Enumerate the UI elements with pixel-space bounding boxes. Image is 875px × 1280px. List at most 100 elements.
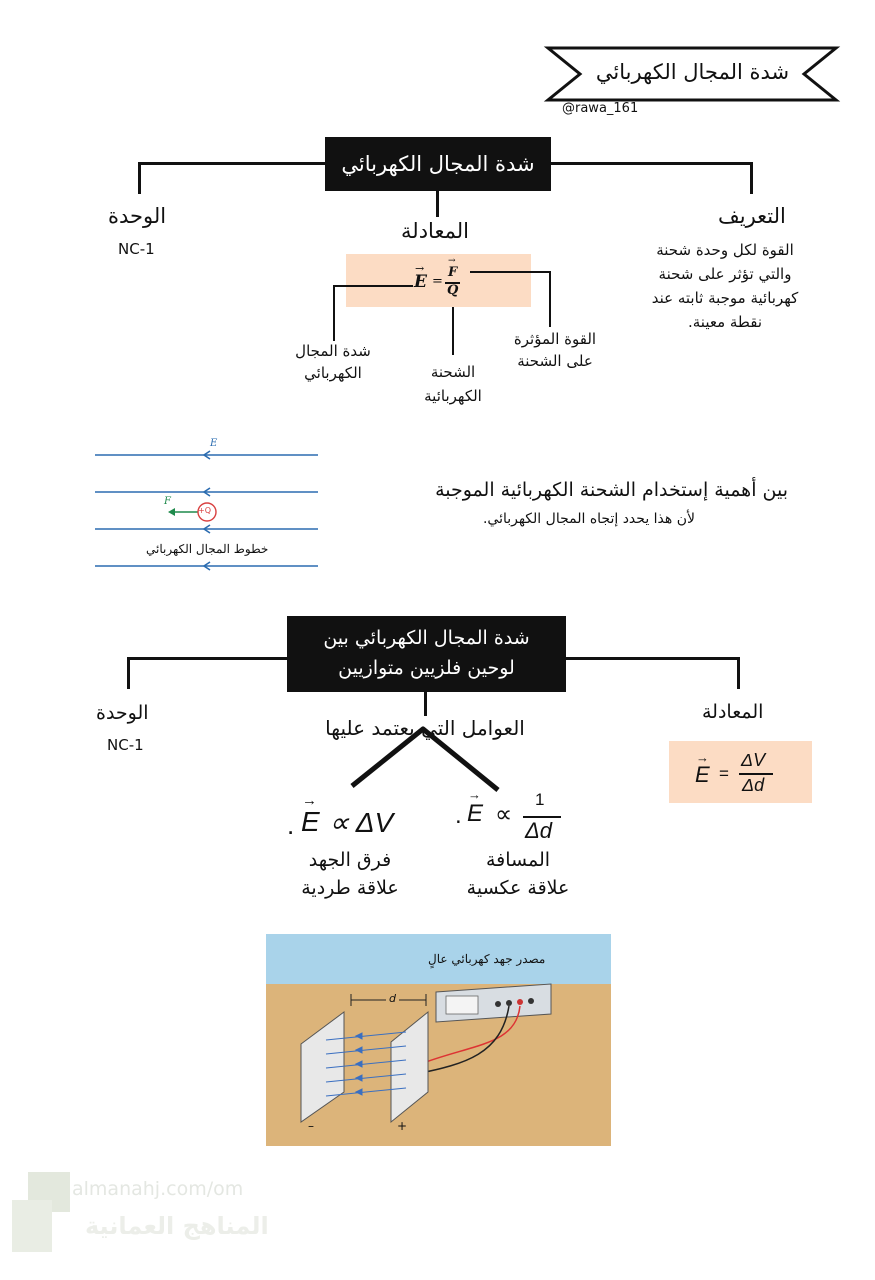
f-label: F bbox=[164, 496, 171, 507]
equation-heading-2: المعادلة bbox=[702, 701, 764, 723]
equation-eq: = bbox=[432, 274, 443, 289]
fraction-bar bbox=[445, 282, 460, 284]
definition-text: القوة لكل وحدة شحنة والتي تؤثر على شحنة … bbox=[620, 238, 830, 334]
minus-label: – bbox=[308, 1119, 314, 1133]
label-field-strength: شدة المجال الكهربائي bbox=[283, 340, 383, 384]
factor-relation: علاقة طردية bbox=[301, 877, 399, 899]
unit-value-2: NC-1 bbox=[107, 736, 144, 754]
vector-arrow: → bbox=[302, 792, 317, 809]
label-line: الشحنة bbox=[430, 363, 476, 381]
formula-e: E bbox=[301, 806, 320, 837]
connector bbox=[737, 657, 740, 689]
label-force: القوة المؤثرة على الشحنة bbox=[500, 328, 610, 372]
factor-voltage-labels: فرق الجهد علاقة طردية bbox=[280, 846, 420, 902]
equation-num: ΔV bbox=[741, 750, 766, 770]
parallel-plates-illustration bbox=[266, 934, 611, 1146]
formula-dot: . bbox=[287, 810, 295, 840]
definition-line: نقطة معينة. bbox=[687, 313, 762, 331]
equation-box-2 bbox=[669, 741, 812, 803]
vector-arrow: → bbox=[448, 256, 456, 266]
fraction-bar bbox=[739, 773, 773, 775]
fraction-bar bbox=[523, 816, 561, 818]
label-line: على الشحنة bbox=[517, 352, 593, 370]
e-label: E bbox=[210, 438, 218, 449]
definition-line: القوة لكل وحدة شحنة bbox=[656, 241, 794, 259]
section1-title-box: شدة المجال الكهربائي bbox=[325, 137, 551, 191]
importance-answer: لأن هذا يحدد إتجاه المجال الكهربائي. bbox=[482, 511, 695, 527]
equation-formula: E → = F → Q bbox=[412, 256, 472, 302]
field-arrow bbox=[202, 487, 211, 497]
author-handle: @rawa_161 bbox=[562, 101, 639, 116]
positive-charge bbox=[197, 502, 217, 522]
watermark-arabic: المناهج العمانية bbox=[85, 1212, 269, 1240]
factor-name: المسافة bbox=[485, 849, 551, 871]
definition-heading: التعريف bbox=[718, 204, 786, 228]
connector bbox=[551, 162, 753, 165]
equation-box bbox=[346, 254, 531, 307]
label-line: شدة المجال bbox=[295, 342, 371, 360]
equation-heading: المعادلة bbox=[401, 219, 469, 243]
connector bbox=[127, 657, 287, 660]
title-banner bbox=[543, 46, 841, 102]
force-arrowhead bbox=[168, 508, 175, 516]
distance-label: d bbox=[386, 992, 399, 1005]
field-arrow bbox=[202, 450, 211, 460]
unit-value: NC-1 bbox=[118, 240, 155, 258]
unit-heading-2: الوحدة bbox=[96, 702, 149, 724]
field-lines-caption: خطوط المجال الكهربائي bbox=[146, 542, 269, 556]
equation-lhs: E bbox=[695, 762, 710, 787]
connector bbox=[549, 271, 551, 327]
definition-line: كهربائية موجبة ثابته عند bbox=[651, 289, 799, 307]
label-line: الكهربائي bbox=[304, 364, 362, 382]
formula-dot: . bbox=[455, 802, 462, 829]
definition-line: والتي تؤثر على شحنة bbox=[658, 265, 792, 283]
factor-name: فرق الجهد bbox=[308, 849, 392, 871]
formula-prop: ∝ bbox=[495, 801, 513, 828]
connector bbox=[470, 271, 550, 273]
vector-arrow: → bbox=[696, 750, 709, 765]
section2-title-line: لوحين فلزيين متوازيين bbox=[338, 657, 515, 679]
watermark-url: almanahj.com/om bbox=[72, 1178, 244, 1200]
connector bbox=[127, 657, 130, 689]
power-source-label: مصدر جهد كهربائي عالٍ bbox=[428, 952, 546, 966]
connector bbox=[138, 162, 141, 194]
plus-label: + bbox=[397, 1119, 408, 1133]
charge-label: +Q bbox=[198, 506, 211, 515]
connector bbox=[333, 285, 335, 341]
unit-heading: الوحدة bbox=[108, 204, 167, 228]
field-arrow bbox=[202, 561, 211, 571]
factor-distance-labels: المسافة علاقة عكسية bbox=[448, 846, 588, 902]
field-arrow bbox=[202, 524, 211, 534]
equation-formula-2: E → = ΔV Δd bbox=[695, 750, 785, 796]
connector bbox=[750, 162, 753, 194]
formula-num: 1 bbox=[535, 790, 545, 809]
watermark-logo bbox=[12, 1172, 70, 1252]
formula-voltage: . E → ∝ ΔV bbox=[287, 792, 412, 840]
positive-plate bbox=[390, 1010, 429, 1124]
formula-den: Δd bbox=[525, 818, 552, 843]
vector-arrow: → bbox=[468, 787, 481, 802]
factor-relation: علاقة عكسية bbox=[466, 877, 570, 899]
connector bbox=[452, 307, 454, 355]
connector bbox=[436, 191, 439, 217]
formula-e: E bbox=[467, 800, 484, 827]
connector bbox=[566, 657, 740, 660]
connector bbox=[138, 162, 325, 165]
vector-arrow: → bbox=[415, 262, 425, 275]
equation-den: Δd bbox=[742, 775, 765, 795]
equation-den: Q bbox=[447, 283, 459, 298]
equation-eq: = bbox=[719, 764, 729, 783]
section1-title: شدة المجال الكهربائي bbox=[341, 152, 535, 176]
label-line: الكهربائية bbox=[424, 387, 482, 405]
banner-title: شدة المجال الكهربائي bbox=[595, 60, 790, 84]
connector bbox=[333, 285, 413, 287]
equation-num: F bbox=[448, 265, 458, 280]
formula-distance: . E → ∝ 1 Δd bbox=[455, 787, 565, 844]
importance-question: بين أهمية إستخدام الشحنة الكهربائية المو… bbox=[435, 479, 788, 501]
label-line: القوة المؤثرة bbox=[513, 330, 597, 348]
label-charge: الشحنة الكهربائية bbox=[403, 360, 503, 408]
section2-title-line: شدة المجال الكهربائي بين bbox=[323, 627, 530, 649]
field-lines-diagram bbox=[95, 450, 318, 571]
section2-title-box: شدة المجال الكهربائي بين لوحين فلزيين مت… bbox=[287, 616, 566, 692]
